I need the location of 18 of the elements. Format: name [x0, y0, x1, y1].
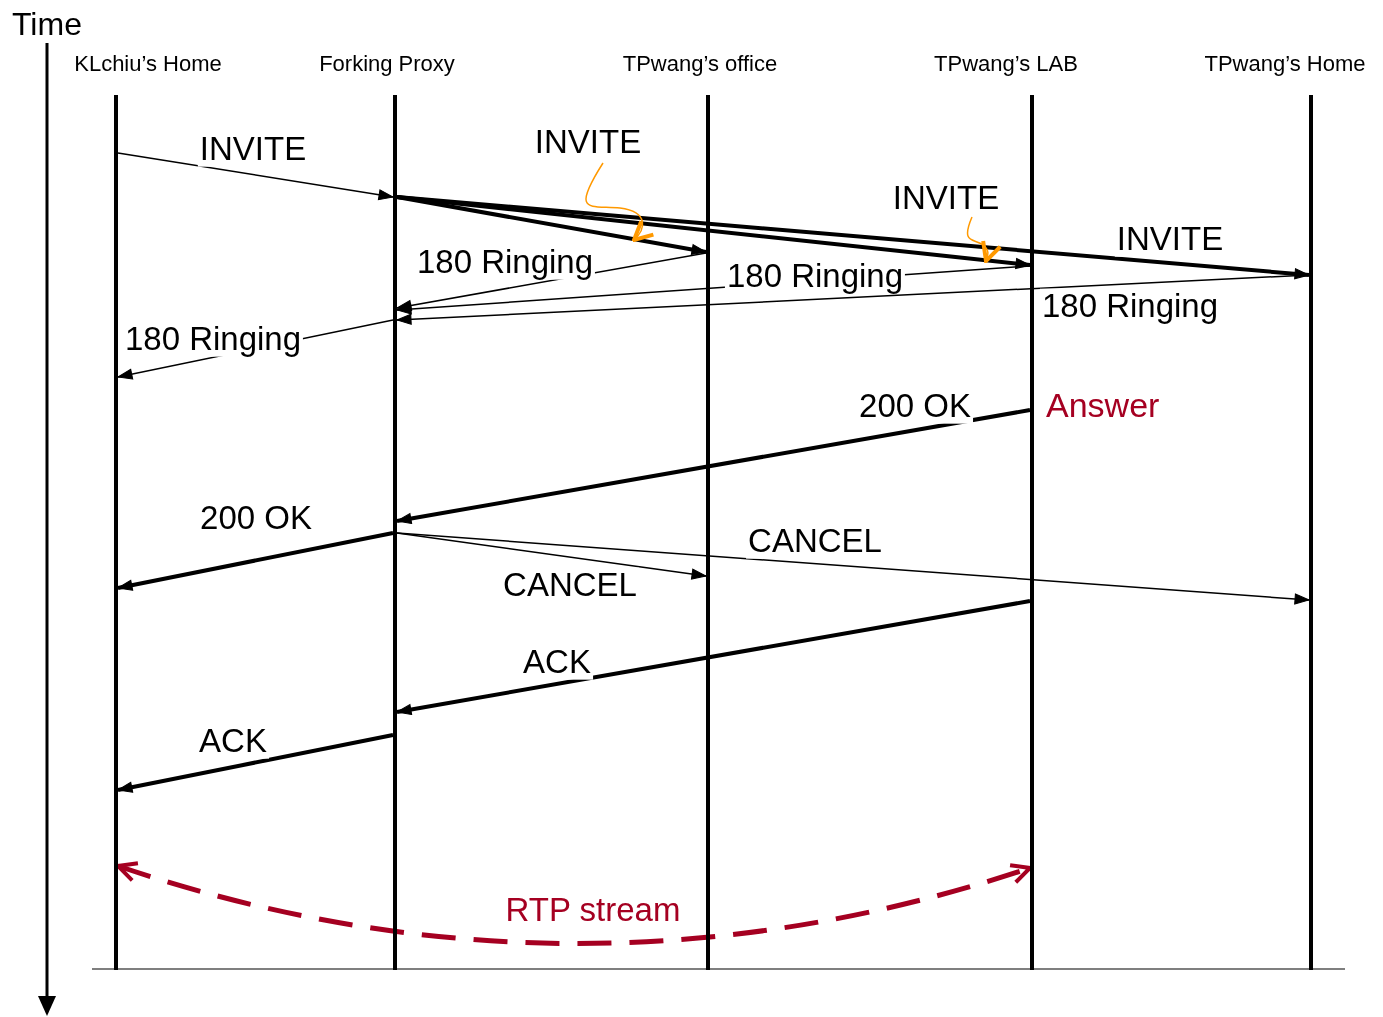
message-arrow: [396, 408, 1031, 524]
message-arrow: [396, 532, 1310, 605]
message-label: RTP stream: [504, 892, 682, 928]
leader-line: [585, 162, 656, 242]
message-name: INVITE: [534, 123, 642, 161]
participant-heading: KLchiu’s Home: [74, 51, 222, 77]
message-arrow: [117, 152, 394, 201]
participant-heading: TPwang’s office: [622, 51, 778, 77]
message-arrow: [396, 195, 1310, 280]
participant-heading: Forking Proxy: [319, 51, 455, 77]
message-name: INVITE: [892, 179, 1000, 217]
message-arrow: [117, 531, 394, 591]
message-arrow: [117, 733, 394, 793]
leader-line: [966, 216, 1003, 263]
media-stream-arrow: [116, 860, 1032, 946]
message-arrow: [396, 599, 1031, 715]
participant-heading: TPwang’s Home: [1204, 51, 1366, 77]
participant-heading: TPwang’s LAB: [934, 51, 1078, 77]
